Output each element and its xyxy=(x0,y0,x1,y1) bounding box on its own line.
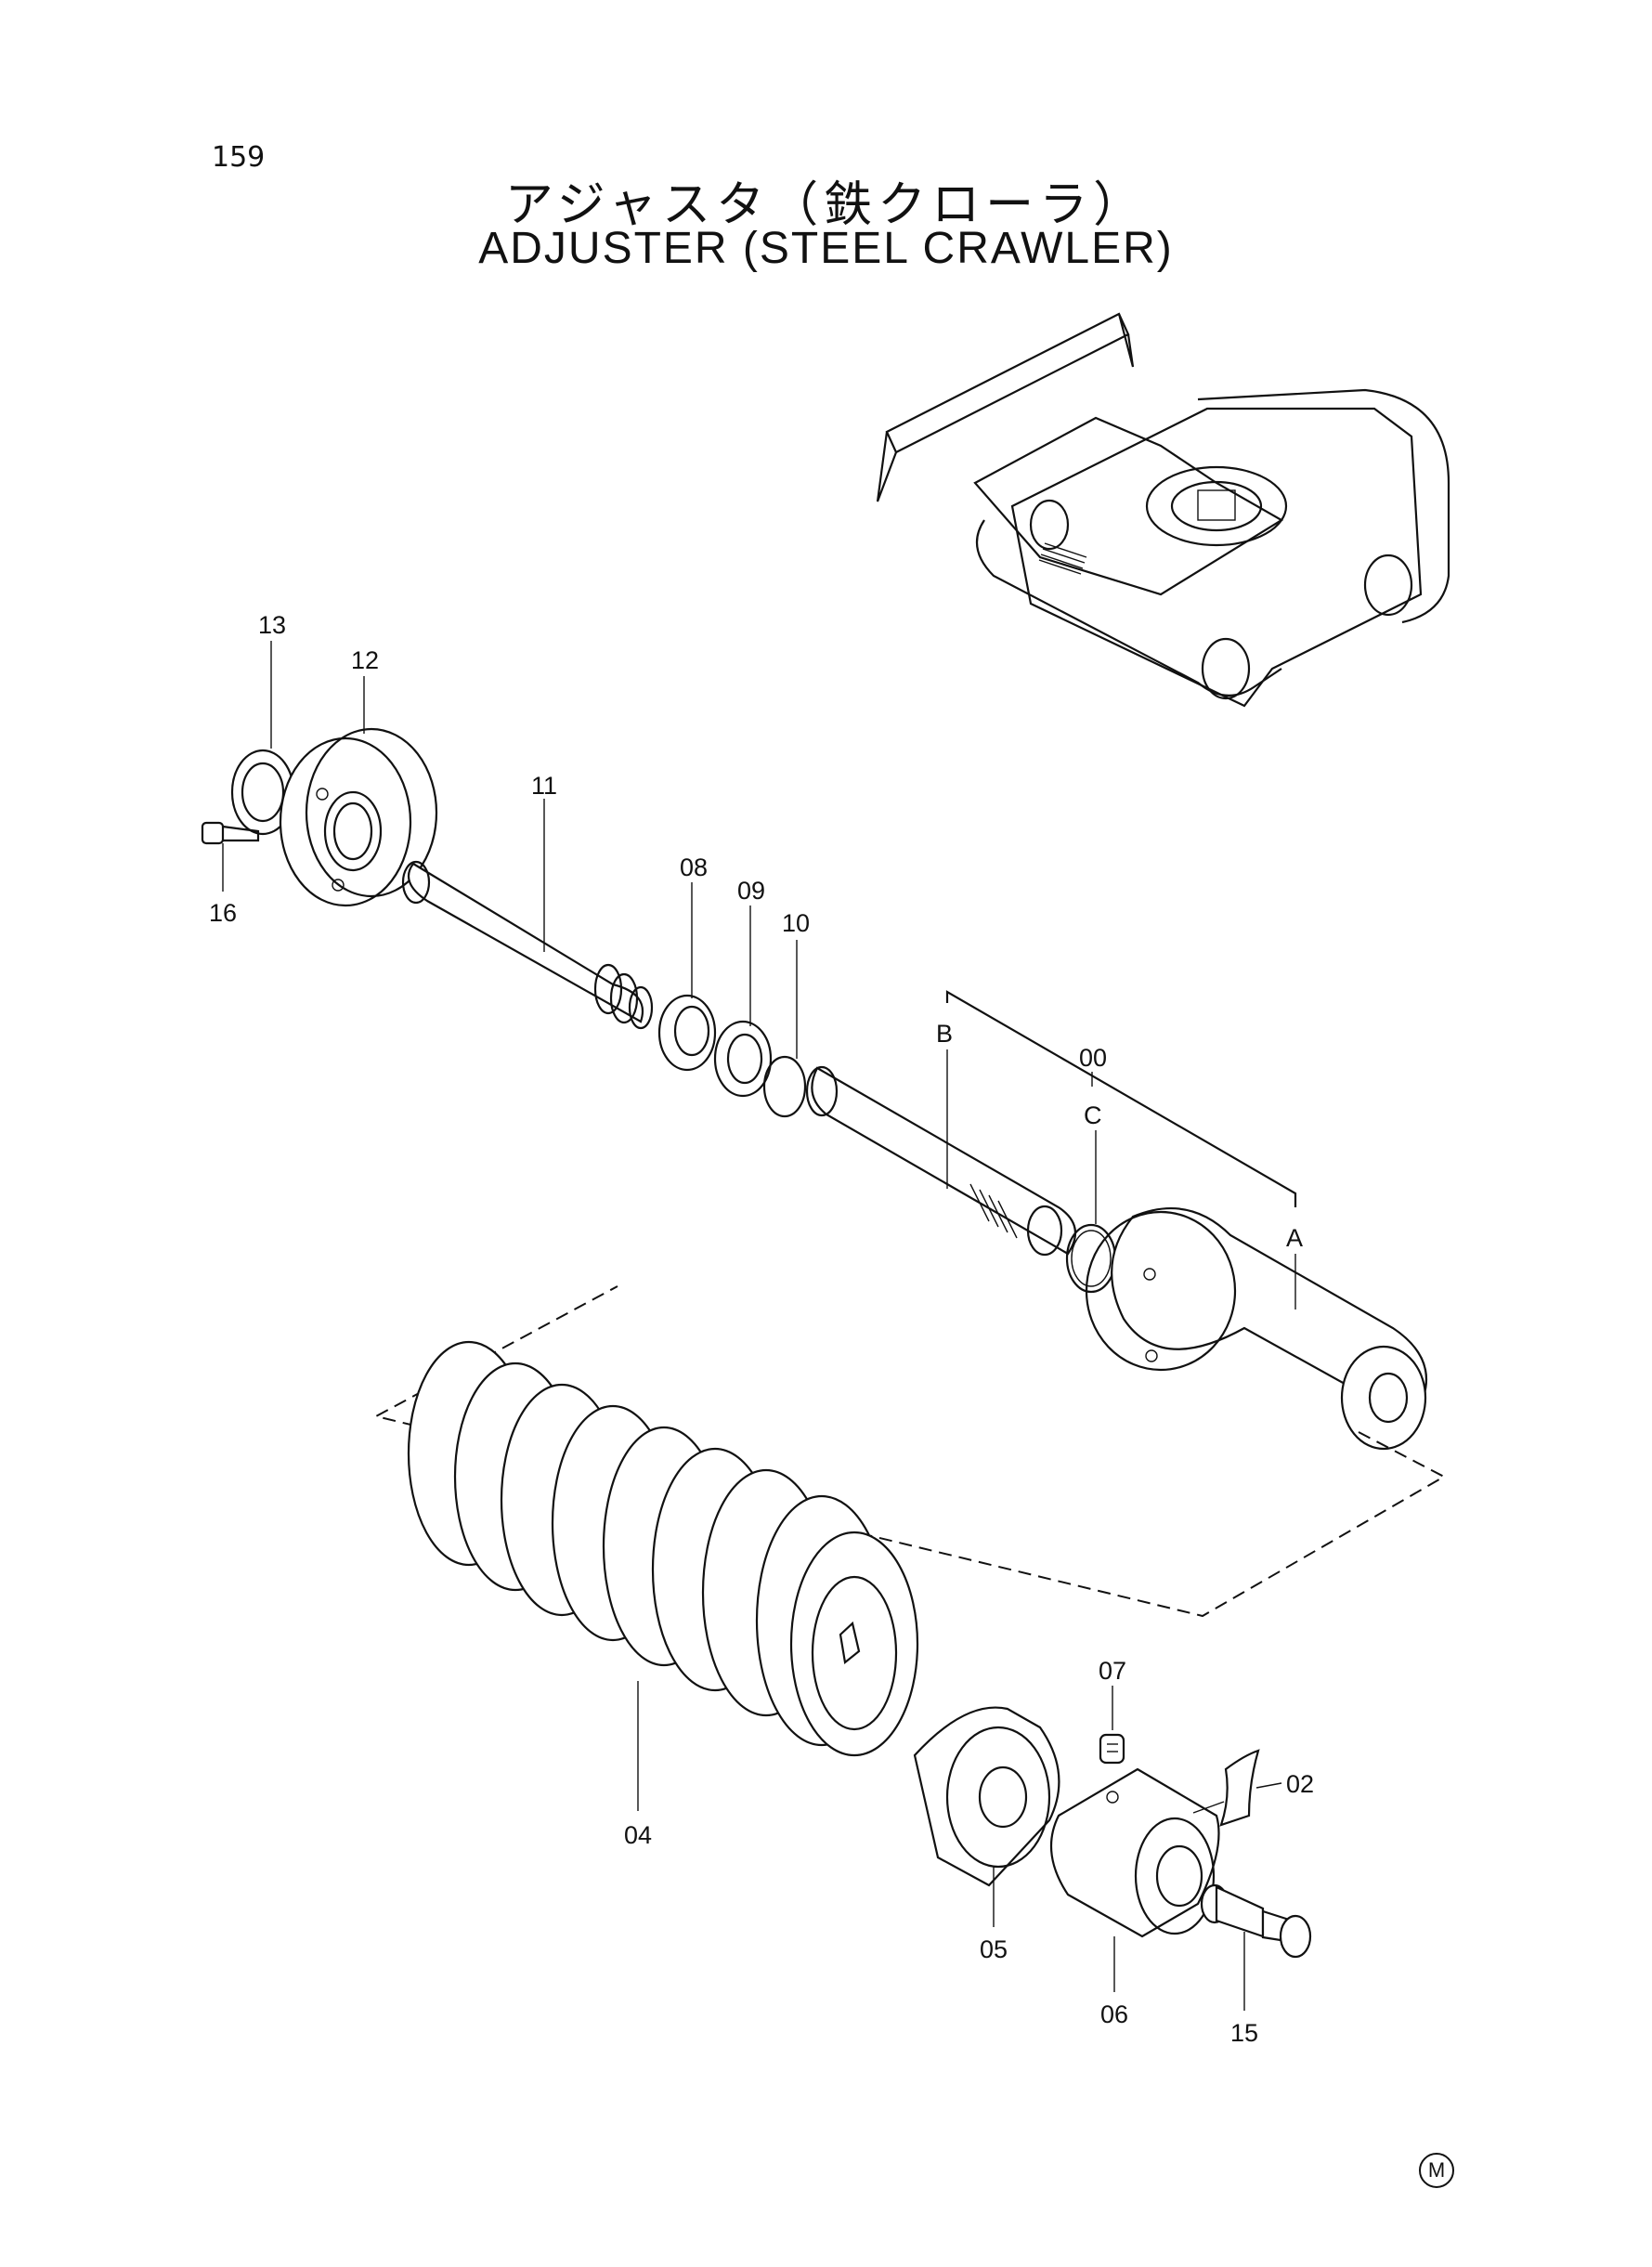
part-11-shaft xyxy=(401,799,654,1030)
page-number: 159 xyxy=(212,141,266,174)
part-10-snap-ring xyxy=(762,940,807,1118)
part-08-collar xyxy=(657,882,717,1072)
part-09-seal xyxy=(713,905,773,1098)
track-grouser-hatch xyxy=(1038,542,1087,575)
part-15-valve xyxy=(1200,1883,1312,2011)
part-02-plate xyxy=(1192,1749,1282,1827)
callout-05: 05 xyxy=(980,1935,1008,1963)
part-05-spring-seat xyxy=(913,1706,1060,1927)
callout-07: 07 xyxy=(1099,1657,1126,1685)
callout-11: 11 xyxy=(531,772,557,800)
callout-12: 12 xyxy=(351,646,379,674)
part-c-o-ring xyxy=(1065,1130,1117,1294)
callout-labels: 13 12 16 11 08 09 10 B 00 C A 07 02 04 0… xyxy=(209,611,1314,2047)
part-16-bolt xyxy=(201,821,260,892)
callout-16: 16 xyxy=(209,899,237,927)
part-b-piston-rod xyxy=(805,1049,1077,1257)
corner-mark-symbol: M xyxy=(1419,2153,1454,2188)
callout-02: 02 xyxy=(1286,1770,1314,1798)
machine-overview-illustration xyxy=(876,312,1450,708)
callout-04: 04 xyxy=(624,1821,652,1849)
callout-c: C xyxy=(1084,1101,1102,1129)
part-13-seal xyxy=(230,641,295,836)
part-04-spring xyxy=(407,1340,919,1811)
part-07-fitting xyxy=(1099,1686,1125,1765)
callout-b: B xyxy=(936,1020,953,1048)
callout-09: 09 xyxy=(737,877,765,905)
callout-13: 13 xyxy=(258,611,286,639)
part-06-adjuster-body xyxy=(1049,1767,1220,1992)
callout-06: 06 xyxy=(1100,2000,1128,2028)
page-title-english: ADJUSTER (STEEL CRAWLER) xyxy=(478,224,1174,273)
callout-15: 15 xyxy=(1230,2019,1258,2047)
part-a-cylinder xyxy=(1085,1207,1428,1451)
callout-08: 08 xyxy=(680,853,708,881)
page-title-japanese: アジャスタ（鉄クローラ） xyxy=(504,177,1148,233)
callout-10: 10 xyxy=(782,909,810,937)
callout-00: 00 xyxy=(1079,1044,1107,1072)
piston-thread-hatch xyxy=(969,1183,1018,1239)
assembly-00-bracket xyxy=(945,990,1297,1207)
part-12-flange xyxy=(279,676,438,907)
callout-a: A xyxy=(1286,1224,1303,1252)
